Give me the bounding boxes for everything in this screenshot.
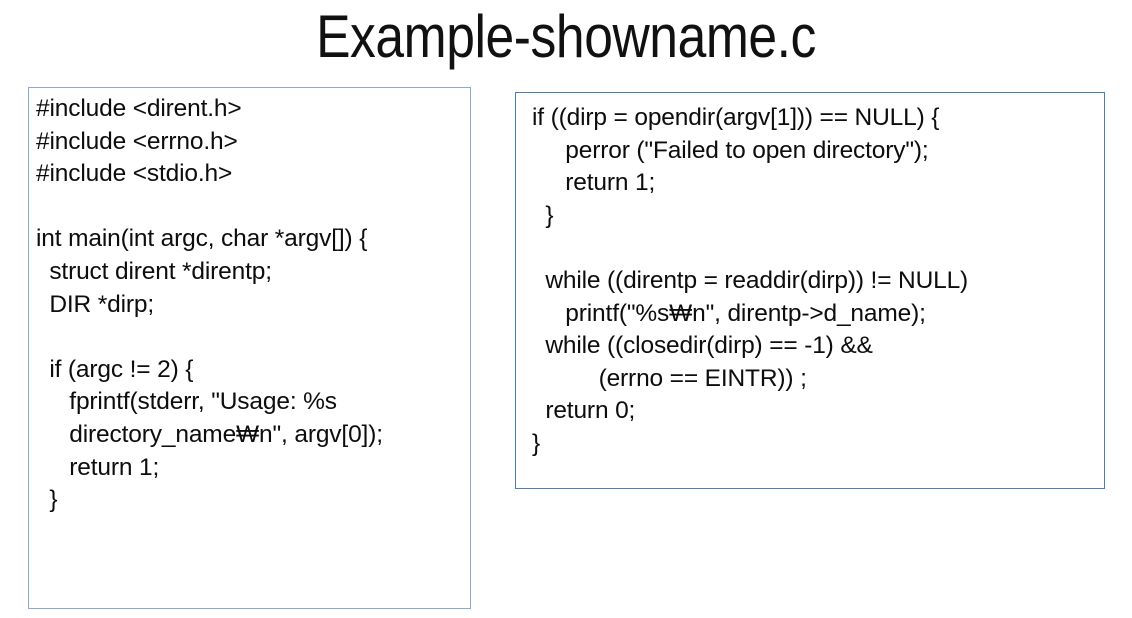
code-line: fprintf(stderr, "Usage: %s — [36, 388, 337, 416]
code-line: return 1; — [36, 453, 160, 481]
code-line: printf("%s₩n", direntp->d_name); — [532, 299, 926, 327]
code-lines-right: if ((dirp = opendir(argv[1])) == NULL) {… — [516, 93, 1104, 461]
code-line: perror ("Failed to open directory"); — [532, 136, 929, 164]
code-line — [36, 321, 462, 354]
code-line: (errno == EINTR)) ; — [532, 364, 807, 392]
code-line: int main(int argc, char *argv[]) { — [36, 225, 368, 253]
page-title: Example-showname.c — [316, 3, 816, 70]
code-line: return 0; — [532, 397, 636, 425]
code-line: #include <errno.h> — [36, 127, 238, 155]
code-line: } — [532, 201, 554, 229]
code-line: #include <dirent.h> — [36, 95, 242, 122]
code-line: if ((dirp = opendir(argv[1])) == NULL) { — [532, 104, 940, 131]
code-line: directory_name₩n", argv[0]); — [36, 420, 383, 448]
code-line: DIR *dirp; — [36, 290, 155, 318]
code-lines-left: #include <dirent.h> #include <errno.h> #in… — [29, 88, 470, 517]
code-line — [36, 191, 462, 224]
code-block-left: #include <dirent.h> #include <errno.h> #in… — [28, 87, 471, 609]
code-line: struct dirent *direntp; — [36, 257, 272, 285]
code-line: if (argc != 2) { — [36, 355, 194, 383]
code-line: #include <stdio.h> — [36, 160, 233, 188]
code-line: } — [532, 429, 541, 457]
code-line: while ((direntp = readdir(dirp)) != NULL… — [532, 266, 969, 294]
code-line — [532, 232, 1096, 265]
code-line: } — [36, 486, 58, 514]
code-line: return 1; — [532, 169, 656, 197]
code-block-right: if ((dirp = opendir(argv[1])) == NULL) {… — [515, 92, 1105, 489]
code-line: while ((closedir(dirp) == -1) && — [532, 332, 873, 360]
